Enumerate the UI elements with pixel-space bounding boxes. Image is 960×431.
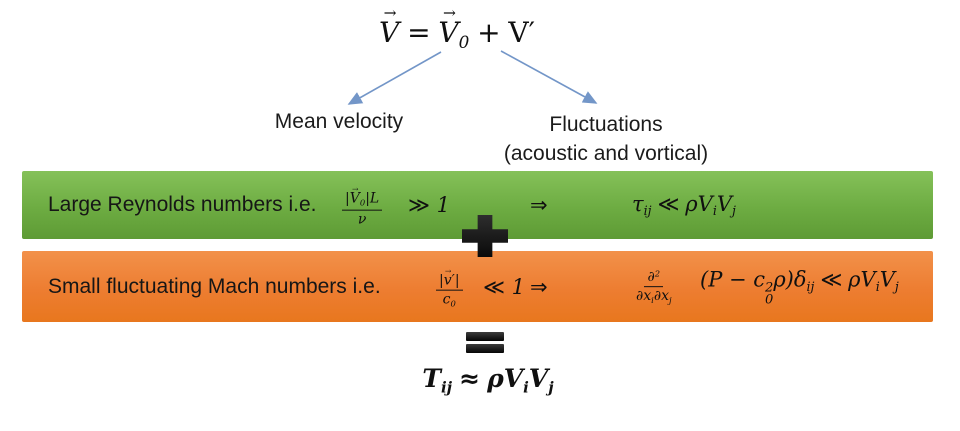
squared-superscript: 2 <box>765 280 774 296</box>
abs-close: | <box>454 272 460 289</box>
i-subscript: i <box>712 203 717 219</box>
much-less-symbol: ≪ <box>657 191 680 216</box>
much-less-than-one: ≪ 1 <box>483 275 525 299</box>
velocity-decomposition-equation: →V=→V0+V′ <box>337 6 577 52</box>
much-greater-than-one: ≫ 1 <box>408 193 450 217</box>
reynolds-fraction-numerator: |→V0|L <box>342 183 383 211</box>
mean-velocity-symbol: V <box>438 16 459 49</box>
arrow-to-mean-velocity <box>347 51 442 105</box>
mean-velocity-vector: →V <box>349 186 360 207</box>
much-greater-symbol: ≫ <box>408 193 430 217</box>
kinematic-viscosity-symbol: ν <box>357 211 367 228</box>
vector-arrow-icon: → <box>443 4 456 23</box>
length-scale-symbol: L <box>369 190 380 207</box>
equals-sign: = <box>407 16 431 49</box>
abs-open: | <box>439 272 444 289</box>
mach-fraction-numerator: |→v′| <box>436 264 463 291</box>
partial-x-i: ∂x <box>636 287 652 304</box>
rho-v-term: ρV <box>685 191 713 216</box>
equals-bottom-bar <box>466 344 504 353</box>
tau-symbol: τ <box>632 191 644 216</box>
arrow-to-fluctuations <box>500 50 598 104</box>
implies-arrow: ⇒ <box>530 193 548 217</box>
abs-close: | <box>365 190 370 207</box>
v-term: V <box>716 191 733 216</box>
rho-close-delta: ρ)δ <box>773 267 807 292</box>
derivative-denominator: ∂xi∂xj <box>636 287 672 306</box>
mach-condition-label: Small fluctuating Mach numbers i.e. <box>48 274 381 298</box>
vector-arrow-icon: → <box>444 266 452 276</box>
vector-arrow-icon: → <box>352 184 359 194</box>
mean-velocity-label: Mean velocity <box>274 110 404 133</box>
zero-subscript: 0 <box>765 292 774 308</box>
plus-sign: + <box>477 16 501 49</box>
pressure-term-open: (P − c <box>700 267 766 292</box>
reynolds-number-fraction: |→V0|L ν <box>342 183 383 228</box>
reynolds-consequence: τij ≪ρViVj <box>632 192 736 218</box>
derivative-numerator: ∂2 <box>644 268 664 287</box>
fluctuations-label-line1: Fluctuations <box>549 113 663 136</box>
total-velocity-symbol: V <box>379 16 400 49</box>
mach-condition-bar: Small fluctuating Mach numbers i.e. |→v′… <box>22 251 933 322</box>
v-term: V <box>528 364 549 393</box>
approx-symbol: ≈ <box>459 364 481 393</box>
i-subscript: i <box>651 294 654 305</box>
c-symbol: c <box>442 291 451 308</box>
sound-speed-symbol: c0 <box>443 290 456 309</box>
reynolds-condition-bar: Large Reynolds numbers i.e. |→V0|L ν ≫ 1… <box>22 171 933 239</box>
fluctuations-label-line2: (acoustic and vortical) <box>503 142 709 165</box>
delta-subscript: ij <box>806 278 815 294</box>
j-subscript: j <box>732 203 736 219</box>
c-subscript: 0 <box>450 298 456 309</box>
i-subscript: i <box>875 278 880 294</box>
lighthill-tensor-symbol: T <box>422 364 441 393</box>
fluct-velocity-symbol: v <box>443 272 452 289</box>
rho-v-term: ρV <box>487 364 524 393</box>
tau-subscript: ij <box>643 203 652 219</box>
v-term: V <box>879 267 895 292</box>
prime-mark: ′ <box>451 272 455 289</box>
mach-number-fraction: |→v′| c0 <box>436 264 463 309</box>
equals-top-bar <box>466 332 504 341</box>
mean-velocity-subscript: 0 <box>458 31 470 52</box>
much-less-symbol: ≪ <box>483 274 505 299</box>
abs-open: | <box>345 190 350 207</box>
partial-x-j: ∂x <box>653 287 669 304</box>
squared-superscript: 2 <box>654 268 661 279</box>
total-velocity-term: →V <box>379 6 400 49</box>
j-subscript: j <box>894 278 899 294</box>
one-value: 1 <box>436 193 451 217</box>
much-less-symbol: ≪ <box>820 267 843 292</box>
j-subscript: j <box>668 294 672 305</box>
rho-v-term: ρV <box>848 267 876 292</box>
equals-shape-icon <box>466 332 504 356</box>
j-subscript: j <box>548 378 554 397</box>
fluctuation-term: V′ <box>508 16 535 49</box>
velocity-subscript: 0 <box>359 197 366 208</box>
tensor-subscript: ij <box>440 378 453 397</box>
implies-arrow: ⇒ <box>530 274 548 299</box>
second-derivative-fraction: ∂2 ∂xi∂xj <box>636 268 672 306</box>
fluct-velocity-vector: →v <box>443 267 452 289</box>
velocity-symbol: V <box>349 190 360 207</box>
mean-velocity-term: →V <box>438 6 459 49</box>
fluctuations-label: Fluctuations (acoustic and vortical) <box>470 110 742 168</box>
partial-symbol: ∂ <box>647 268 655 285</box>
vector-arrow-icon: → <box>383 4 397 23</box>
one-value: 1 <box>511 274 526 299</box>
reynolds-condition-label: Large Reynolds numbers i.e. <box>48 193 317 216</box>
result-equation: Tij ≈ρViVj <box>368 364 608 396</box>
i-subscript: i <box>523 378 529 397</box>
